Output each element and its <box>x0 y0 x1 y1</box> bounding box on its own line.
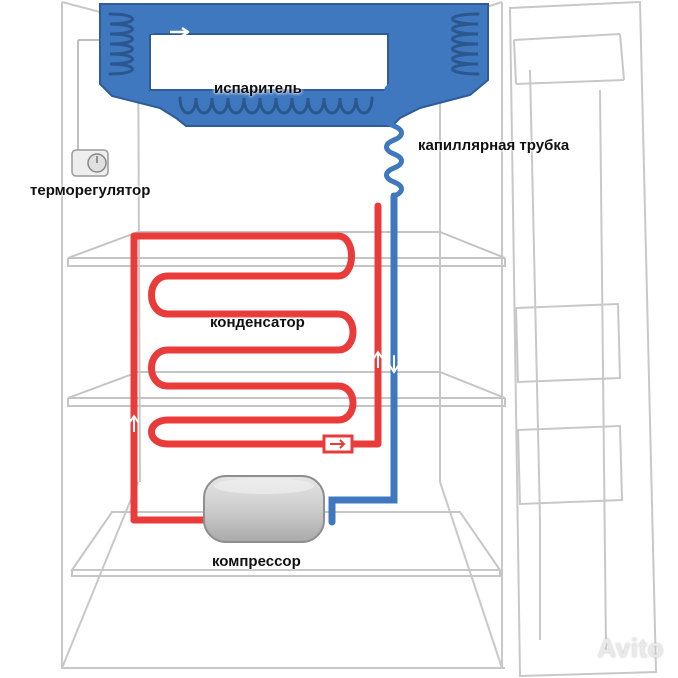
thermostat-icon <box>71 39 109 177</box>
condenser <box>130 202 382 524</box>
flow-arrow-up-icon <box>129 414 139 432</box>
flow-arrow-up-icon <box>373 350 383 368</box>
evaporator-label: испаритель <box>214 80 302 97</box>
avito-watermark: Avito <box>597 633 664 663</box>
shelf-lower <box>67 371 506 407</box>
compressor-label: компрессор <box>212 553 301 570</box>
capillary-tube <box>328 67 404 526</box>
evaporator <box>99 3 489 127</box>
condenser-filter <box>322 434 354 454</box>
thermostat-label: терморегулятор <box>30 182 151 199</box>
compressor <box>203 475 325 543</box>
shelf-upper <box>67 231 506 267</box>
condenser-label: конденсатор <box>210 314 305 331</box>
capillary-tube-label: капиллярная трубка <box>418 137 570 154</box>
crisper-drawer <box>70 511 502 577</box>
refrigerator-door <box>508 0 658 678</box>
